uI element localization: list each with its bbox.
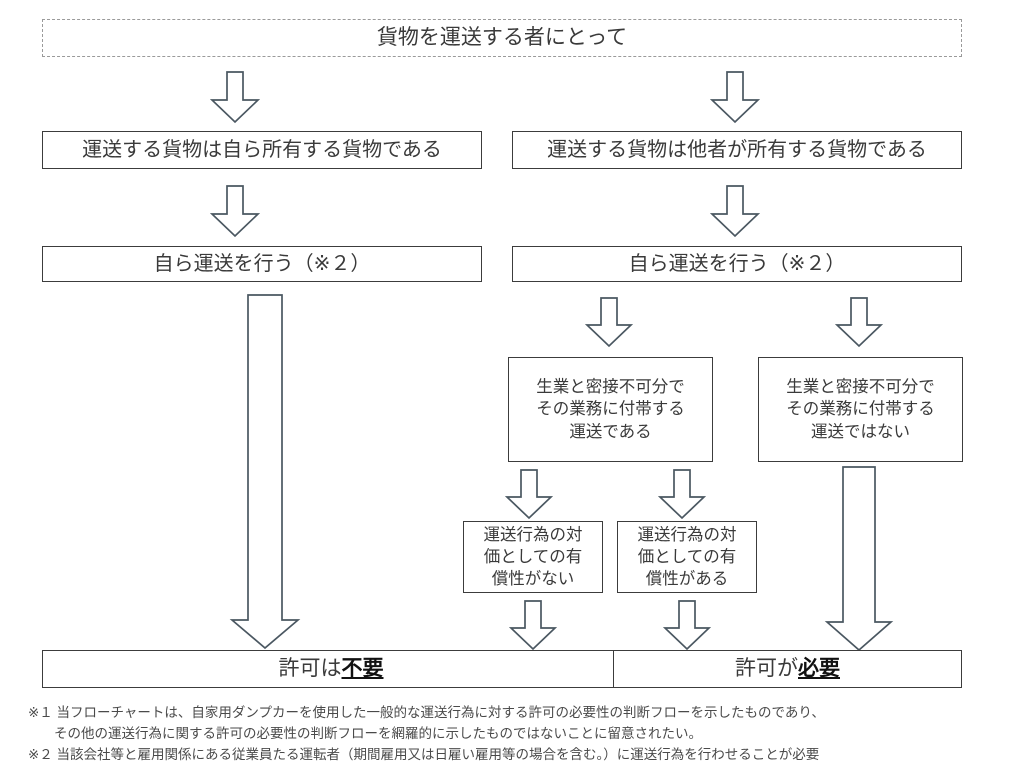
arrow-title-to-left-ownership: [209, 71, 261, 124]
box-incidental-no: 生業と密接不可分で その業務に付帯する 運送ではない: [758, 357, 963, 462]
box-result-required: 許可が必要: [613, 650, 962, 688]
box-result-not-required: 許可は不要: [42, 650, 620, 688]
arrow-to-no-compensation: [504, 469, 554, 520]
box-no-compensation: 運送行為の対 価としての有 償性がない: [463, 521, 603, 593]
arrow-left-ownership-to-transport: [209, 185, 261, 238]
box-incidental-yes: 生業と密接不可分で その業務に付帯する 運送である: [508, 357, 713, 462]
result-not-required-emphasis: 不要: [341, 656, 384, 680]
box-right-self-transport: 自ら運送を行う（※２）: [512, 246, 962, 282]
box-left-ownership: 運送する貨物は自ら所有する貨物である: [42, 131, 482, 169]
footnote-line-3: ※２ 当該会社等と雇用関係にある従業員たる運転者（期間雇用又は日雇い雇用等の場合…: [28, 746, 820, 762]
box-has-compensation: 運送行為の対 価としての有 償性がある: [617, 521, 757, 593]
arrow-no-compensation-to-not-required: [508, 600, 558, 651]
footnote-line-2: その他の運送行為に関する許可の必要性の判断フローを網羅的に示したものではないこと…: [54, 725, 702, 741]
arrow-title-to-right-ownership: [709, 71, 761, 124]
box-right-ownership: 運送する貨物は他者が所有する貨物である: [512, 131, 962, 169]
title-box: 貨物を運送する者にとって: [42, 19, 962, 57]
arrow-has-compensation-to-required: [662, 600, 712, 651]
result-required-emphasis: 必要: [798, 656, 840, 680]
box-left-self-transport: 自ら運送を行う（※２）: [42, 246, 482, 282]
arrow-right-ownership-to-transport: [709, 185, 761, 238]
arrow-right-long-to-required: [824, 466, 894, 652]
arrow-to-incidental-yes: [584, 297, 634, 348]
footnote-line-1: ※１ 当フローチャートは、自家用ダンプカーを使用した一般的な運送行為に対する許可…: [28, 705, 825, 720]
arrow-left-long-to-not-required: [229, 294, 301, 650]
arrow-to-has-compensation: [657, 469, 707, 520]
result-not-required-prefix: 許可は: [278, 656, 342, 680]
result-required-prefix: 許可が: [735, 656, 798, 680]
arrow-to-incidental-no: [834, 297, 884, 348]
footnotes: ※１ 当フローチャートは、自家用ダンプカーを使用した一般的な運送行為に対する許可…: [28, 703, 1018, 766]
